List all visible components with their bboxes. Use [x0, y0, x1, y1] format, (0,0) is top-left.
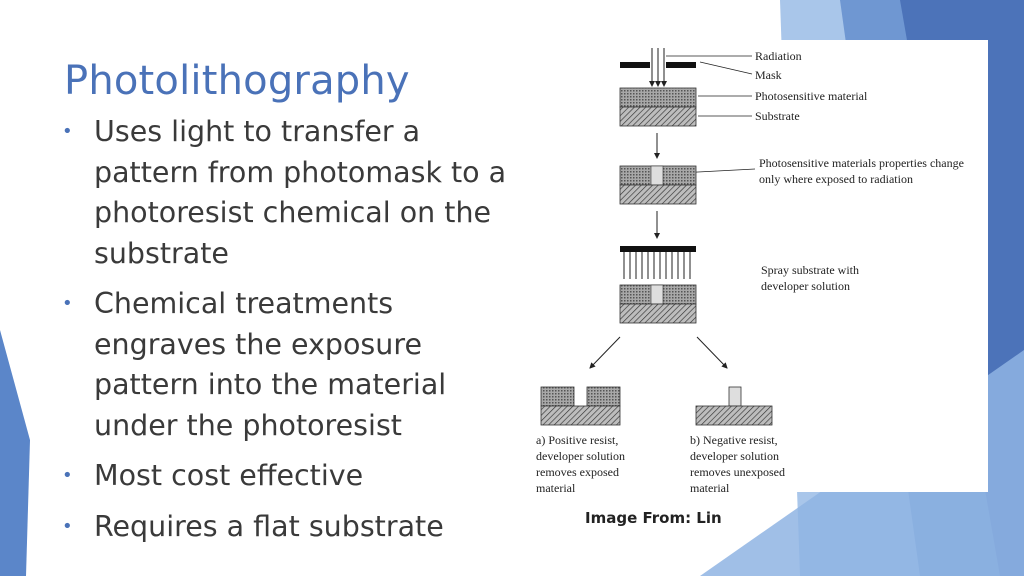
- branch-arrow-left: [589, 336, 621, 369]
- bullet-item: • Chemical treatments engraves the expos…: [62, 284, 532, 446]
- bullet-text: Most cost effective: [94, 459, 364, 492]
- bullet-text: Requires a flat substrate: [94, 509, 444, 543]
- mask-right: [666, 62, 696, 68]
- photoresist-layer-1: [619, 87, 697, 108]
- branch-arrow-right: [696, 336, 728, 369]
- bullet-item: • Uses light to transfer a pattern from …: [62, 112, 532, 274]
- label-negative-4: material: [690, 481, 730, 492]
- negative-resist-remaining: [728, 386, 742, 407]
- positive-resist-right: [586, 386, 621, 407]
- negative-substrate: [695, 405, 773, 426]
- label-positive-3: removes exposed: [536, 465, 619, 479]
- label-mask: Mask: [755, 68, 782, 82]
- bullet-item: • Most cost effective: [62, 456, 532, 497]
- bullet-item: • Requires a flat substrate: [62, 507, 532, 548]
- label-spray-2: developer solution: [761, 279, 850, 293]
- label-positive-4: material: [536, 481, 576, 492]
- exposed-region-2: [650, 165, 664, 186]
- substrate-layer-3: [619, 303, 697, 324]
- left-accent: [0, 330, 30, 576]
- bullet-text: Chemical treatments engraves the exposur…: [94, 287, 447, 442]
- bullet-text: Uses light to transfer a pattern from ph…: [94, 115, 507, 270]
- leader-lines: [659, 55, 756, 175]
- mask-left: [620, 62, 650, 68]
- exposed-region-3: [650, 284, 664, 305]
- figure-panel: Radiation Mask Photosensitive material S…: [532, 40, 988, 492]
- label-negative-3: removes unexposed: [690, 465, 785, 479]
- bullet-marker: •: [62, 515, 73, 537]
- substrate-layer-1: [619, 106, 697, 127]
- label-substrate: Substrate: [755, 109, 800, 123]
- bullet-list: • Uses light to transfer a pattern from …: [62, 112, 532, 547]
- spray-lines: [623, 252, 691, 279]
- label-negative-1: b) Negative resist,: [690, 433, 778, 447]
- image-caption: Image From: Lin: [585, 509, 722, 527]
- label-radiation: Radiation: [755, 49, 802, 63]
- bullet-marker: •: [62, 121, 73, 142]
- label-photosensitive: Photosensitive material: [755, 89, 868, 103]
- spray-bar: [620, 246, 696, 252]
- label-positive-1: a) Positive resist,: [536, 433, 618, 447]
- photolithography-diagram: Radiation Mask Photosensitive material S…: [536, 48, 964, 492]
- bullet-marker: •: [62, 293, 73, 314]
- slide-title: Photolithography: [64, 58, 410, 104]
- label-change-2: only where exposed to radiation: [759, 172, 913, 186]
- bullet-marker: •: [62, 465, 73, 486]
- label-positive-2: developer solution: [536, 449, 625, 463]
- label-spray-1: Spray substrate with: [761, 263, 859, 277]
- positive-substrate: [540, 405, 621, 426]
- radiation-arrows: [649, 48, 667, 87]
- label-change-1: Photosensitive materials properties chan…: [759, 156, 964, 170]
- substrate-layer-2: [619, 184, 697, 205]
- positive-resist-left: [540, 386, 575, 407]
- label-negative-2: developer solution: [690, 449, 779, 463]
